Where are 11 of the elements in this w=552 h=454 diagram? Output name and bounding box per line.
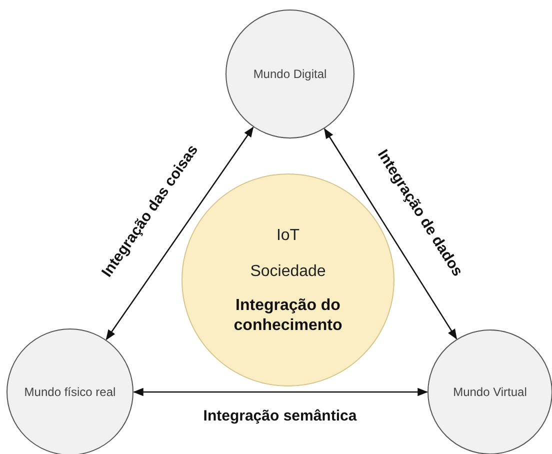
node-label: Integração do conhecimento [232,296,344,336]
double-arrow [132,388,428,396]
edge-label: Integração semântica [203,408,357,424]
double-arrow [106,126,254,340]
node-label: Mundo Virtual [453,384,527,400]
double-arrow [324,128,458,340]
node-label: Mundo físico real [24,384,116,400]
node-label: IoT [276,226,300,246]
circle-node [226,10,354,138]
node-label: Sociedade [250,262,326,282]
node-label: Mundo Digital [253,66,327,82]
